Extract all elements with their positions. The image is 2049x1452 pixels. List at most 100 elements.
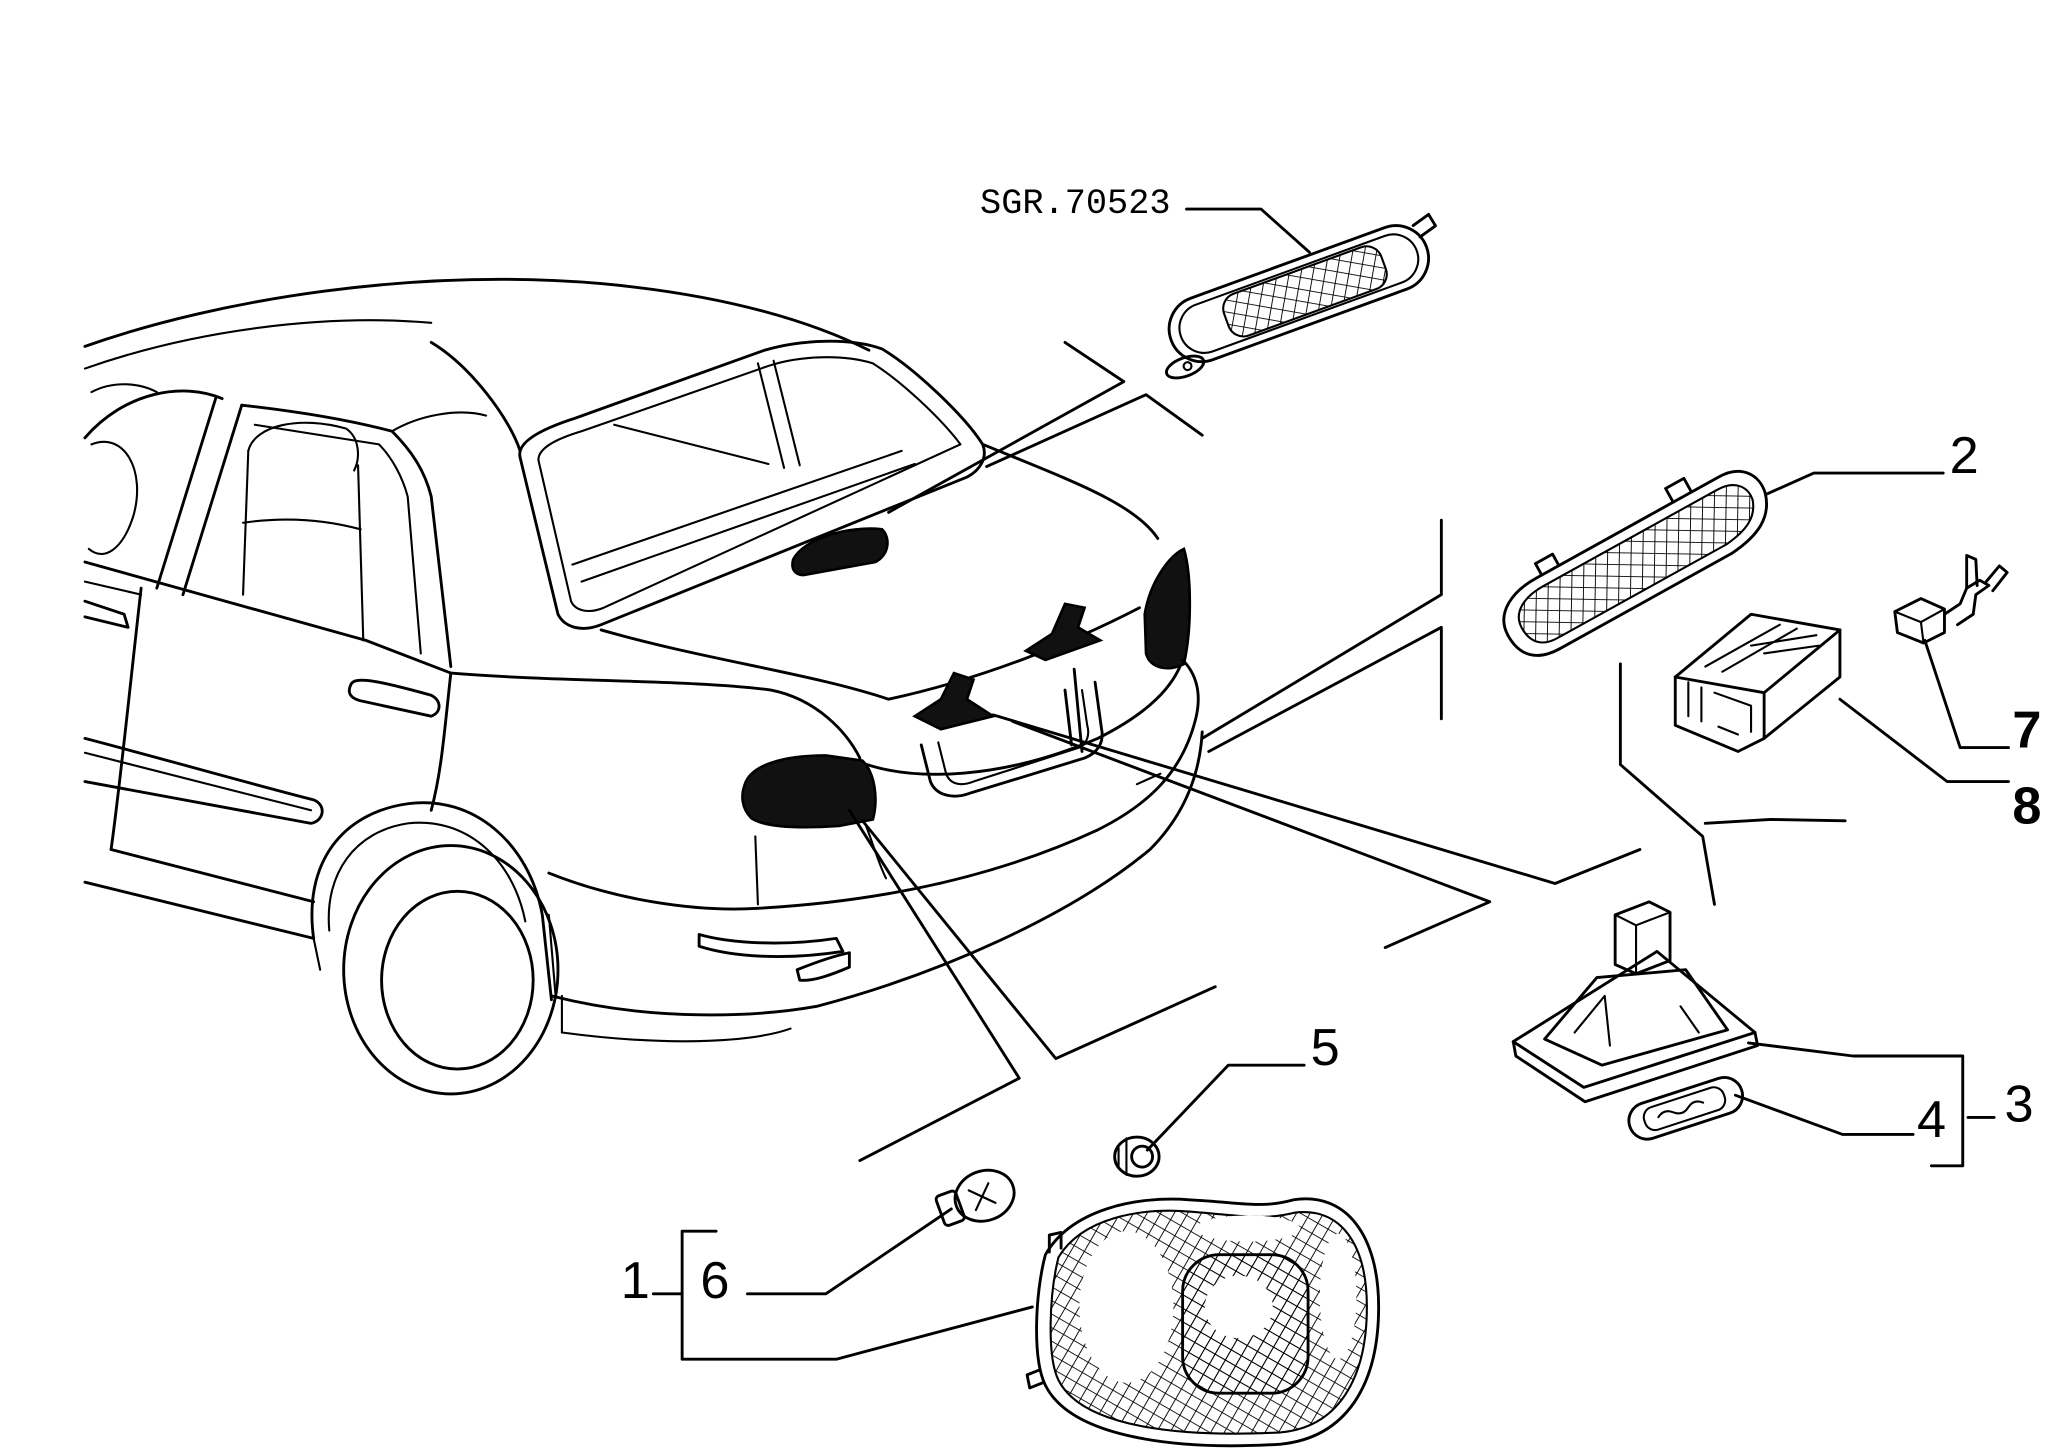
stop-lamp-tab-right [1411,212,1437,239]
connector-front-face [1673,675,1766,753]
leader-4 [1733,1093,1915,1136]
car-bumper-end [547,913,557,995]
tail-lamp-stud-bottom [1025,1368,1045,1390]
car-beltline-lower [83,580,143,596]
guide-line-side-b [1703,818,1847,825]
license-lamp-socket [1613,900,1672,976]
car-c-pillar [429,340,522,453]
tail-lamp-inner-highlight [1204,1275,1273,1339]
car-illustration [83,277,1204,1096]
car-bumper-top [756,658,1200,910]
part-6-bulb [934,1168,1016,1227]
callout-leaders [651,207,2010,1361]
car-c-pillar-inner [390,411,488,433]
car-front-door-rear-edge [109,586,143,851]
part-1-tail-lamp [1025,1197,1381,1448]
lamp-2-tab-right [1664,476,1693,504]
leader-7 [1923,638,2010,750]
guide-line-tail-lamp-a [847,808,1021,1162]
guide-line-license-lamp-b [1011,719,1492,949]
tail-lamp-body [1035,1197,1381,1448]
guide-lines [847,340,1847,1162]
car-beltline [83,560,453,675]
guide-line-license-lamp-d [1063,688,1073,747]
tail-lamp-stud-top [1047,1230,1063,1254]
stop-lamp-tab-hole [1182,361,1193,372]
part-7-terminal [1893,554,2009,645]
bulb-glass [953,1168,1016,1223]
car-rear-door-window-frame [240,403,453,668]
bracket-3 [1747,1041,1965,1168]
lamp-2-tab-left [1533,552,1561,577]
license-lamp-tray-edge [1511,1031,1760,1104]
car-license-lamp-right [1023,602,1104,662]
car-side-reflector [795,951,851,982]
part-4-bulb [1627,1076,1744,1141]
stop-lamp-lens [1222,245,1388,338]
car-wheel-arch-lip [312,937,322,971]
bracket-1 [680,1229,1034,1361]
nut-hole [1130,1144,1154,1169]
car-license-plate-recess-inner [937,689,1090,786]
car-side-molding-line [83,751,313,812]
stop-lamp-rim [1178,233,1420,354]
bulb-filament [967,1182,997,1212]
tail-lamp-highlight-top [1195,1215,1301,1242]
connector-side-face [1762,628,1842,740]
car-right-tail-lamp [1143,547,1192,670]
car-interior-pillar-b [772,359,801,467]
car-rear-window-outer [518,339,986,630]
stop-lamp-tab-left [1164,354,1206,380]
reference-code-label: SGR.70523 [980,184,1170,224]
license-lamp-socket-edge [1614,911,1672,975]
car-lower-body-line [109,848,316,904]
car-rear-shoulder [449,671,862,760]
car-rear-door-rear-edge [429,671,453,812]
car-rear-window-inner [537,356,962,612]
bulb-base [934,1189,966,1227]
car-rear-tire [342,844,560,1096]
car-bumper-top-left [547,871,760,911]
guide-line-right-lamp-a [1200,518,1443,740]
car-windshield-edge [83,389,224,440]
part-8-connector [1673,612,1842,753]
lamp-2-body [1502,469,1768,657]
license-lamp-housing-ribs [1573,994,1700,1047]
nut-body [1113,1135,1161,1178]
car-bumper-molding [697,933,845,959]
car-rear-door-handle [347,678,441,718]
car-roof-line [83,277,871,352]
callout-8: 8 [2012,777,2041,835]
car-parcel-shelf-lower [580,462,916,583]
guide-line-license-lamp-c [1072,667,1084,753]
car-license-plate-recess [919,680,1104,798]
car-interior-pillar-a [756,362,786,469]
car-roof-gutter [83,319,433,370]
part-3-license-lamp [1511,900,1760,1104]
festoon-bulb-filament [1657,1100,1705,1119]
car-dashboard [90,383,158,394]
terminal-housing-edge [1893,607,1946,645]
leader-6 [746,1207,953,1296]
connector-top-details [1704,623,1821,673]
part-5-nut [1113,1135,1161,1178]
car-rear-door-window-inner [253,423,422,655]
guide-line-side-a [1618,662,1716,906]
car-side-molding [83,736,324,825]
lamp-2-lens [1517,484,1755,644]
car-quarter-seam [754,835,759,906]
guide-line-stop-lamp-b [985,393,1204,469]
callout-6: 6 [700,1252,729,1310]
leader-5 [1145,1063,1306,1152]
license-lamp-housing [1543,968,1729,1067]
callout-1: 1 [621,1252,650,1310]
guide-line-tail-lamp-b [861,819,1217,1061]
leader-reference-code [1185,207,1311,254]
nut-flats [1117,1137,1128,1176]
car-b-pillar-rear [181,403,244,597]
callout-5: 5 [1311,1019,1340,1077]
terminal-crimp [1943,578,1991,627]
car-steering-wheel [87,440,139,555]
